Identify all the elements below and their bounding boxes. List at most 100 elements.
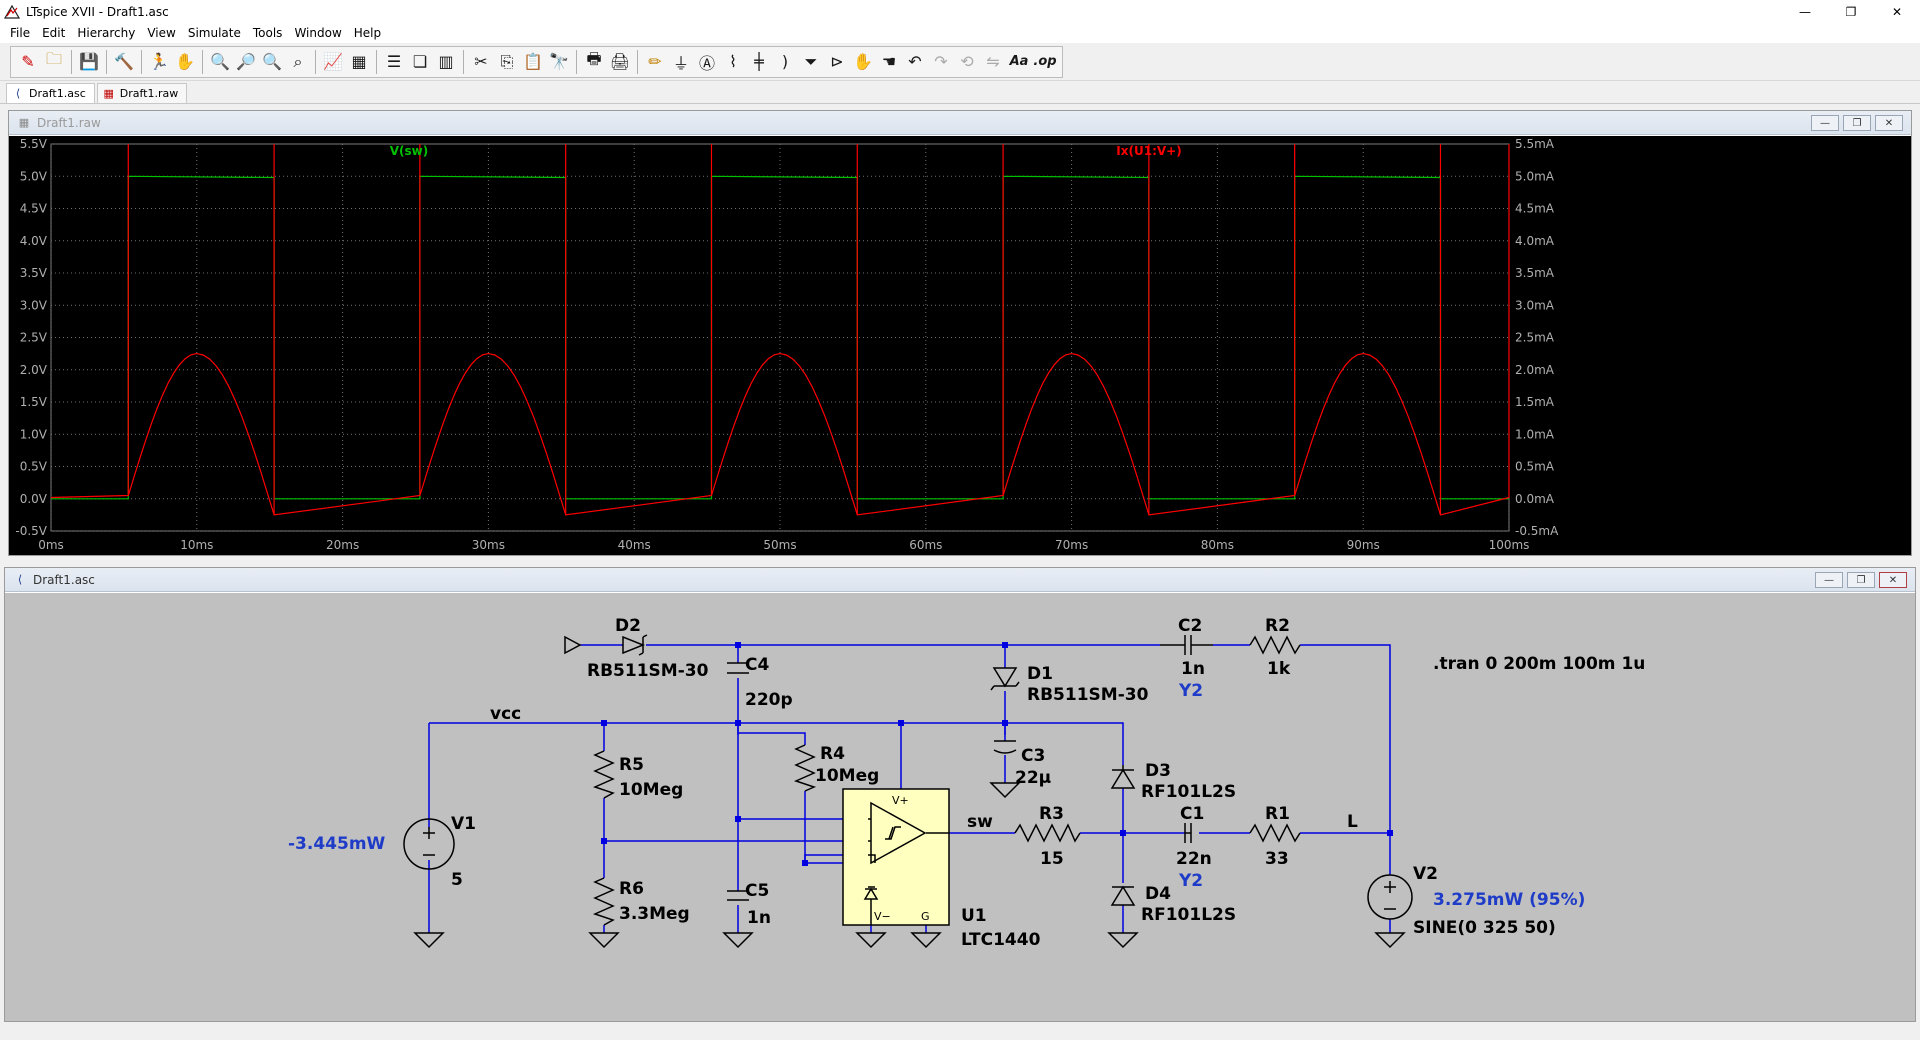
undo-icon[interactable]: ↶	[908, 52, 922, 71]
close-button[interactable]: ✕	[1891, 4, 1903, 19]
diode-d2-symbol[interactable]	[622, 634, 648, 656]
label-net-icon[interactable]: Ⓐ	[698, 53, 715, 73]
diode-d3-symbol[interactable]	[1110, 768, 1136, 789]
control-panel-icon[interactable]: 🔨	[114, 52, 134, 71]
ltspice-app-icon	[4, 4, 20, 19]
toolbar-separator	[141, 49, 142, 74]
schematic-restore-button[interactable]: ❐	[1847, 572, 1875, 588]
inductor-icon[interactable]: )	[781, 52, 789, 71]
label-v2-name: V2	[1413, 864, 1438, 884]
y-right-tick-label: 4.0mA	[1515, 234, 1555, 248]
comparator-u1-body[interactable]	[842, 788, 950, 926]
maximize-button[interactable]: ❐	[1845, 4, 1857, 19]
capacitor-c3-symbol[interactable]	[993, 740, 1017, 754]
diode-d4-symbol[interactable]	[1110, 885, 1136, 906]
schematic-close-button[interactable]: ✕	[1879, 572, 1907, 588]
capacitor-c4-symbol[interactable]	[727, 662, 749, 674]
tab-draft1-raw[interactable]: ▦ Draft1.raw	[96, 83, 188, 103]
label-r6-value: 3.3Meg	[619, 904, 690, 924]
menu-simulate[interactable]: Simulate	[187, 26, 241, 40]
waveform-minimize-button[interactable]: —	[1811, 115, 1839, 131]
menu-file[interactable]: File	[10, 26, 31, 40]
label-directive[interactable]: .tran 0 200m 100m 1u	[1433, 654, 1645, 674]
wire[interactable]	[429, 722, 1124, 765]
new-schematic-icon[interactable]: ✎	[21, 52, 35, 71]
toolbar: ✎ 🗀 💾 🔨 🏃 ✋ 🔍 🔎 🔍 ⌕ 📈 ▦ ☰ ❏ ▥ ✂ ⎘ 📋 🔭 🖶 …	[0, 43, 1920, 81]
capacitor-icon[interactable]: ╪	[754, 52, 764, 71]
cascade-icon[interactable]: ❏	[412, 52, 428, 71]
zoom-in-icon[interactable]: 🔍	[210, 52, 230, 71]
wire[interactable]	[738, 732, 806, 745]
menu-view[interactable]: View	[147, 26, 176, 40]
mirror-icon[interactable]: ⇋	[986, 52, 1000, 71]
resistor-icon[interactable]: ⌇	[729, 52, 737, 71]
schematic-drawing[interactable]: D2 RB511SM-30 C4 220p D1 RB511SM-30 C2 1…	[5, 593, 1915, 1021]
tile-vertical-icon[interactable]: ▥	[438, 52, 454, 71]
cut-icon[interactable]: ✂	[474, 52, 488, 71]
label-r2-name: R2	[1265, 616, 1290, 636]
tile-horizontal-icon[interactable]: ☰	[386, 52, 402, 71]
trace-name-v-sw[interactable]: V(sw)	[390, 144, 428, 158]
waveform-window-titlebar[interactable]: ▦ Draft1.raw — ❐ ✕	[9, 111, 1911, 135]
waveform-restore-button[interactable]: ❐	[1843, 115, 1871, 131]
wire[interactable]	[868, 818, 876, 888]
capacitor-c2-symbol[interactable]	[1160, 635, 1213, 655]
window-controls: — ❐ ✕	[1782, 0, 1920, 23]
voltage-source-v1-symbol[interactable]	[403, 818, 455, 870]
schematic-canvas[interactable]: D2 RB511SM-30 C4 220p D1 RB511SM-30 C2 1…	[5, 593, 1915, 1021]
diode-d1-symbol[interactable]	[990, 667, 1020, 691]
resistor-r2-symbol[interactable]	[1249, 635, 1301, 655]
waveform-close-button[interactable]: ✕	[1875, 115, 1903, 131]
menu-edit[interactable]: Edit	[42, 26, 66, 40]
text-tool-icon[interactable]: Aa	[1009, 54, 1029, 69]
menu-hierarchy[interactable]: Hierarchy	[77, 26, 136, 40]
toolbar-separator	[202, 49, 203, 74]
schematic-minimize-button[interactable]: —	[1815, 572, 1843, 588]
resistor-r5-symbol[interactable]	[592, 750, 615, 799]
diode-icon[interactable]: ⏷	[804, 51, 818, 71]
minimize-button[interactable]: —	[1799, 4, 1811, 19]
wire[interactable]	[580, 644, 1391, 833]
zoom-fit-icon[interactable]: ⌕	[293, 51, 303, 71]
open-folder-icon[interactable]: 🗀	[45, 49, 62, 68]
find-icon[interactable]: 🔭	[549, 52, 569, 71]
ground-icon	[588, 932, 620, 949]
copy-icon[interactable]: ⎘	[500, 51, 514, 71]
tab-draft1-asc[interactable]: ⟨ Draft1.asc	[6, 83, 95, 103]
menu-help[interactable]: Help	[353, 26, 382, 40]
trace-name-ix-u1-vplus[interactable]: Ix(U1:V+)	[1116, 144, 1181, 158]
schematic-window-titlebar[interactable]: ⟨ Draft1.asc — ❐ ✕	[5, 568, 1915, 592]
menu-window[interactable]: Window	[294, 26, 342, 40]
autorange-icon[interactable]: 📈	[323, 52, 343, 71]
wire-pencil-icon[interactable]: ✏	[648, 52, 662, 71]
spice-directive-icon[interactable]: .op	[1033, 54, 1057, 69]
resistor-r3-symbol[interactable]	[1014, 823, 1081, 843]
redo-icon[interactable]: ↷	[934, 52, 948, 71]
print-preview-icon[interactable]: 🖨	[609, 52, 631, 71]
drag-hand-icon[interactable]: ☚	[881, 52, 897, 71]
trace-ix-u1-vplus[interactable]	[50, 352, 1510, 516]
capacitor-c5-symbol[interactable]	[727, 890, 749, 901]
ground-icon[interactable]: ⏚	[672, 53, 689, 73]
rotate-icon[interactable]: ⟲	[960, 52, 974, 71]
zoom-pan-icon[interactable]: 🔎	[236, 52, 256, 71]
move-hand-icon[interactable]: ✋	[853, 52, 873, 71]
halt-hand-icon[interactable]: ✋	[175, 52, 195, 71]
wire[interactable]	[1300, 832, 1391, 875]
menu-tools[interactable]: Tools	[252, 26, 283, 40]
paste-icon[interactable]: 📋	[523, 52, 543, 71]
plot-settings-icon[interactable]: ▦	[351, 52, 367, 71]
zoom-out-icon[interactable]: 🔍	[262, 52, 282, 71]
resistor-r6-symbol[interactable]	[592, 877, 615, 926]
label-d3-value: RF101L2S	[1141, 782, 1236, 802]
resistor-r1-symbol[interactable]	[1249, 823, 1301, 843]
run-icon[interactable]: 🏃	[149, 52, 169, 71]
capacitor-c1-symbol[interactable]	[1184, 823, 1192, 843]
save-icon[interactable]: 💾	[79, 52, 99, 71]
voltage-source-v2-symbol[interactable]	[1367, 874, 1413, 920]
print-icon[interactable]: 🖶	[586, 49, 602, 68]
resistor-r4-symbol[interactable]	[793, 744, 817, 792]
component-icon[interactable]: ⊳	[830, 52, 844, 71]
